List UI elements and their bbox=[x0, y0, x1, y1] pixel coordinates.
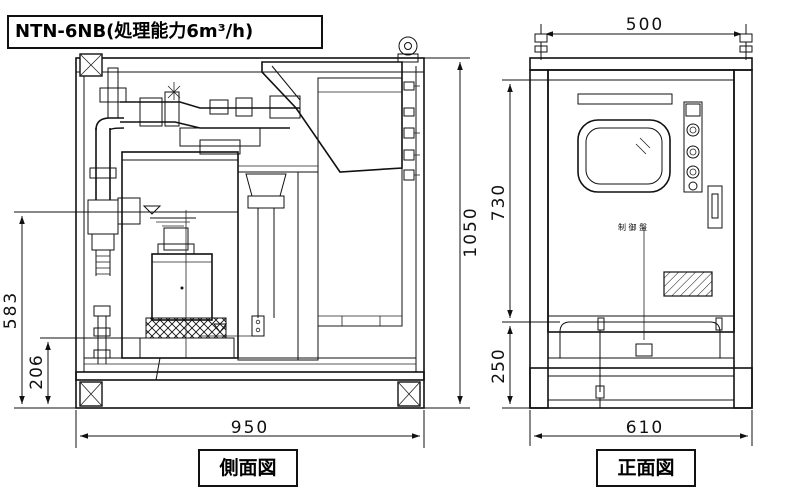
model-label: NTN-6NB(処理能力6m³/h) bbox=[7, 15, 323, 49]
dim-side-width: 950 bbox=[231, 418, 269, 438]
dim-side-base-height: 206 bbox=[27, 354, 47, 389]
dim-front-top-width: 500 bbox=[626, 15, 664, 35]
side-view-label: 側面図 bbox=[198, 449, 298, 487]
dim-side-height: 1050 bbox=[461, 206, 481, 257]
dim-side-pump-height: 583 bbox=[1, 291, 21, 329]
front-view-label: 正面図 bbox=[596, 449, 696, 487]
dim-front-bottom-width: 610 bbox=[626, 418, 664, 438]
side-view bbox=[14, 36, 470, 448]
dim-front-base-height: 250 bbox=[489, 348, 509, 383]
dim-front-panel-height: 730 bbox=[489, 183, 509, 221]
control-panel-label: 制 御 盤 bbox=[618, 223, 648, 232]
front-view bbox=[502, 24, 753, 446]
